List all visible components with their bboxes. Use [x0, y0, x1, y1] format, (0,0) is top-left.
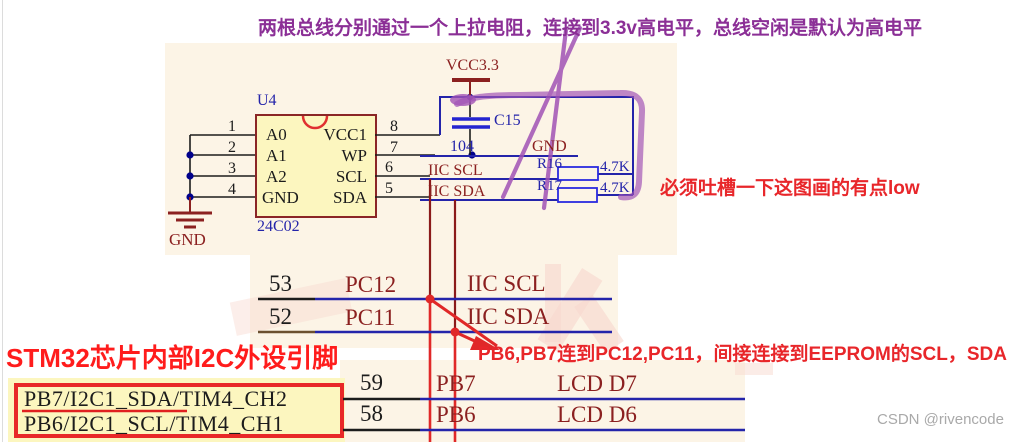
bottom-row-net-lcd-d6: LCD D6 — [557, 402, 637, 427]
bottom-row-net-lcd-d7: LCD D7 — [557, 371, 637, 396]
resistor-r16-value: 4.7K — [600, 159, 630, 175]
pin-name-sda: SDA — [332, 188, 367, 207]
stm32-pin-line2: PB6/I2C1_SCL/TIM4_CH1 — [24, 411, 284, 436]
stm32-pin-line1: PB7/I2C1_SDA/TIM4_CH2 — [24, 386, 288, 411]
eeprom-refdes: U4 — [257, 92, 277, 109]
csdn-watermark: CSDN @rivencode — [877, 411, 1004, 428]
complaint-note: 必须吐槽一下这图画的有点low — [660, 178, 920, 199]
eeprom-left-pin-wires — [189, 134, 255, 198]
bus-tap-wires — [428, 179, 457, 442]
gnd-symbol — [168, 197, 212, 229]
capacitor-value: 104 — [450, 138, 474, 155]
mid-row-pin-53: 53 — [269, 271, 292, 296]
bottom-row-pin-59: 59 — [360, 370, 383, 395]
pin-number-1: 1 — [228, 118, 236, 135]
gnd-symbol-label: GND — [169, 230, 206, 249]
iic-scl-net-label: IIC SCL — [428, 162, 483, 179]
vcc-power-symbol — [452, 78, 490, 97]
mid-row-port-pc11: PC11 — [345, 305, 396, 330]
pin-number-3: 3 — [228, 160, 236, 177]
pullup-note: 两根总线分别通过一个上拉电阻，连接到3.3v高电平，总线空闲是默认为高电平 — [258, 18, 922, 39]
highlight-red-box — [14, 383, 344, 438]
logo-watermark-fragment — [735, 363, 773, 375]
gnd-net-label: GND — [532, 138, 567, 155]
mid-row-net-iic-scl: IIC SCL — [467, 271, 546, 296]
resistor-r17-body — [557, 187, 598, 203]
bottom-row-port-pb7: PB7 — [436, 371, 476, 396]
pin-name-a0: A0 — [266, 125, 287, 144]
pin-name-scl: SCL — [335, 167, 367, 186]
pullup-bracket-annotation — [454, 89, 646, 201]
schematic-bg-bottom — [340, 360, 745, 442]
pin-number-8: 8 — [390, 118, 398, 135]
pin-name-a1: A1 — [266, 146, 287, 165]
bottom-row-pin-58: 58 — [360, 401, 383, 426]
eeprom-part-number: 24C02 — [257, 218, 300, 235]
bottom-row-port-pb6: PB6 — [436, 402, 476, 427]
vcc-label: VCC3.3 — [446, 57, 499, 74]
pin-number-2: 2 — [228, 139, 236, 156]
mid-row-pin-52: 52 — [269, 304, 292, 329]
capacitor-refdes: C15 — [494, 112, 521, 129]
purple-blob — [450, 94, 476, 106]
capacitor-symbol — [452, 97, 490, 155]
resistor-r16-body — [557, 166, 599, 181]
iic-sda-net-label: IIC SDA — [428, 183, 486, 200]
mcu-mid-row-wires — [258, 297, 612, 334]
mcu-bottom-row-wires — [343, 397, 745, 432]
pin-number-7: 7 — [390, 139, 398, 156]
pin-name-gnd: GND — [262, 188, 299, 207]
mid-row-port-pc12: PC12 — [345, 272, 397, 297]
pin-name-a2: A2 — [266, 167, 287, 186]
pin-number-6: 6 — [385, 159, 393, 176]
resistor-r17-refdes: R17 — [537, 178, 563, 194]
pin-name-vcc1: VCC1 — [323, 125, 367, 144]
stm32-pins-title: STM32芯片内部I2C外设引脚 — [6, 343, 339, 373]
eeprom-chip-body — [255, 114, 377, 218]
resistor-r16-refdes: R16 — [537, 156, 563, 172]
schematic-bg-top — [165, 43, 677, 255]
chip-notch-icon — [301, 115, 329, 130]
pin-number-5: 5 — [385, 180, 393, 197]
red-annotation-arrow — [425, 294, 500, 351]
page-edge-line — [2, 0, 3, 442]
pin-name-wp: WP — [341, 146, 368, 165]
connection-note: PB6,PB7连到PC12,PC11，间接连接到EEPROM的SCL，SDA — [478, 344, 1007, 365]
mid-row-net-iic-sda: IIC SDA — [467, 304, 550, 329]
pin-number-4: 4 — [228, 181, 236, 198]
purple-annotation-lines — [454, 25, 646, 211]
resistor-r17-value: 4.7K — [600, 180, 630, 196]
